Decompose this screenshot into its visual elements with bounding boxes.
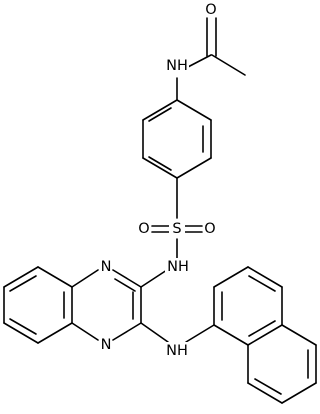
benzene-ring (142, 99, 212, 179)
bond-quinoxaline-nh (140, 322, 169, 343)
bond-layer (3, 17, 317, 404)
atom-quinoxaline-n-top: N (101, 259, 112, 275)
atom-amine-nh: NH (166, 343, 188, 359)
benzo-ring (3, 266, 73, 344)
atom-sulfur: S (172, 221, 181, 237)
pyrazine-ring (71, 269, 142, 341)
atom-quinoxaline-n-bottom: N (101, 337, 112, 353)
atom-amide-nh: NH (166, 58, 188, 74)
naphthalene-ring-b (247, 324, 317, 404)
atom-sulfonyl-oxygen-left: O (138, 221, 149, 237)
bond-nh-naphthalene (185, 324, 215, 343)
naphthalene-ring-a (213, 266, 283, 346)
atom-amide-oxygen: O (205, 2, 216, 18)
atom-label-layer: O NH S O O NH N N NH (101, 2, 217, 360)
bond-carbonyl-n (185, 54, 212, 69)
bond-methyl-carbonyl (211, 54, 246, 76)
atom-sulfonyl-oxygen-right: O (204, 221, 215, 237)
atom-sulfonamide-nh: NH (167, 259, 189, 275)
